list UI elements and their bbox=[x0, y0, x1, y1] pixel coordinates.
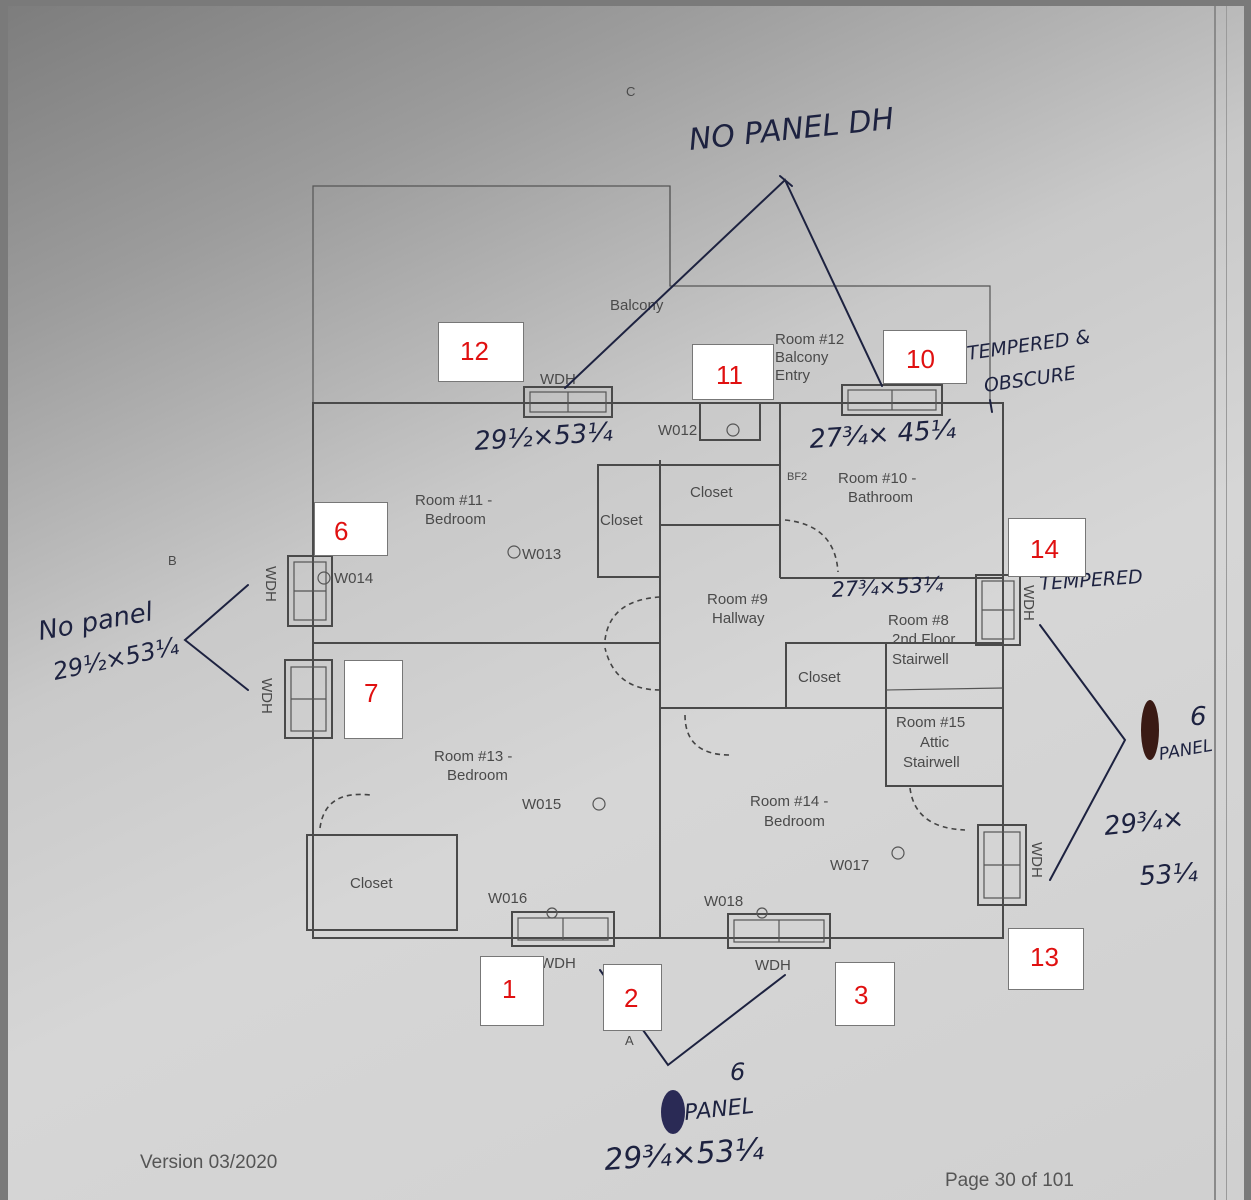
marker-box-14 bbox=[1008, 518, 1086, 577]
marker-box-3 bbox=[835, 962, 895, 1026]
marker-num-7: 7 bbox=[364, 678, 379, 708]
marker-box-12 bbox=[438, 322, 524, 382]
wdh-right-2: WDH bbox=[1028, 842, 1045, 878]
room-8-label-3: Stairwell bbox=[892, 651, 949, 668]
top-left-size-note: 29½×53¼ bbox=[473, 417, 613, 457]
room-9-label-1: Room #9 bbox=[707, 591, 768, 608]
side-b-label: B bbox=[168, 553, 177, 568]
closet-label-3: Closet bbox=[798, 669, 841, 686]
room-15-label-1: Room #15 bbox=[896, 714, 965, 731]
paper-edge bbox=[1214, 6, 1216, 1200]
marker-box-13 bbox=[1008, 928, 1084, 990]
room-12-label-2: Balcony bbox=[775, 349, 829, 366]
right-panel-note: PANEL bbox=[1157, 736, 1214, 765]
marker-box-10 bbox=[883, 330, 967, 384]
ink-blot-right bbox=[1141, 700, 1159, 760]
w013-label: W013 bbox=[522, 546, 561, 563]
paper-edge-2 bbox=[1226, 6, 1227, 1200]
tempered-obscure-note-1: TEMPERED & bbox=[966, 326, 1092, 365]
right-size-2b-note: 53¼ bbox=[1138, 858, 1198, 892]
room-11-label-1: Room #11 - bbox=[415, 492, 492, 509]
w015-label: W015 bbox=[522, 796, 561, 813]
right-size-2a-note: 29¾× bbox=[1103, 804, 1186, 842]
marker-num-10: 10 bbox=[906, 344, 935, 374]
page-footer: Page 30 of 101 bbox=[945, 1170, 1074, 1191]
interior-walls bbox=[306, 403, 1004, 938]
wdh-bottom-1: WDH bbox=[540, 955, 576, 972]
top-right-size-note: 27¾× 45¼ bbox=[808, 415, 956, 455]
room-12-label-1: Room #12 bbox=[775, 331, 844, 348]
bf2-label: BF2 bbox=[787, 471, 807, 483]
tempered-obscure-note-2: OBSCURE bbox=[983, 362, 1078, 397]
marker-box-11 bbox=[692, 344, 774, 400]
marker-box-2 bbox=[603, 964, 662, 1031]
room-9-label-2: Hallway bbox=[712, 610, 765, 627]
closet-label-2: Closet bbox=[600, 512, 643, 529]
marker-num-13: 13 bbox=[1030, 942, 1059, 972]
balcony-outline bbox=[312, 185, 991, 403]
room-14-label-1: Room #14 - bbox=[750, 793, 828, 810]
bottom-size-note: 29¾×53¼ bbox=[603, 1132, 765, 1178]
w017-label: W017 bbox=[830, 857, 869, 874]
w014-label: W014 bbox=[334, 570, 373, 587]
marker-num-12: 12 bbox=[460, 336, 489, 366]
right-size-note: 27¾×53¼ bbox=[831, 572, 944, 602]
marker-num-2: 2 bbox=[624, 983, 639, 1013]
windows bbox=[284, 384, 1027, 949]
no-panel-dh-note: NO PANEL DH bbox=[687, 102, 896, 158]
w018-label: W018 bbox=[704, 893, 743, 910]
door-swings bbox=[319, 519, 966, 831]
wdh-left-2: WDH bbox=[258, 678, 275, 714]
room-15-label-2: Attic bbox=[920, 734, 950, 751]
marker-box-7 bbox=[344, 660, 403, 739]
wdh-right-1: WDH bbox=[1020, 585, 1037, 621]
marker-num-11: 11 bbox=[716, 360, 743, 390]
w012-label: W012 bbox=[658, 422, 697, 439]
ink-blot-bottom bbox=[661, 1090, 685, 1134]
wdh-bottom-2: WDH bbox=[755, 957, 791, 974]
room-12-label-3: Entry bbox=[775, 367, 811, 384]
room-10-label-1: Room #10 - bbox=[838, 470, 916, 487]
version-footer: Version 03/2020 bbox=[140, 1152, 278, 1173]
marker-num-3: 3 bbox=[854, 980, 869, 1010]
right-six-note: 6 bbox=[1190, 702, 1207, 732]
room-13-label-2: Bedroom bbox=[447, 767, 508, 784]
marker-num-14: 14 bbox=[1030, 534, 1059, 564]
bottom-panel-note: PANEL bbox=[683, 1094, 755, 1126]
marker-box-6 bbox=[314, 502, 388, 556]
marker-num-6: 6 bbox=[334, 516, 349, 546]
room-10-label-2: Bathroom bbox=[848, 489, 913, 506]
room-14-label-2: Bedroom bbox=[764, 813, 825, 830]
w016-label: W016 bbox=[488, 890, 527, 907]
room-13-label-1: Room #13 - bbox=[434, 748, 512, 765]
side-c-label: C bbox=[626, 84, 635, 99]
wdh-top-left: WDH bbox=[540, 371, 576, 388]
wdh-left-1: WDH bbox=[262, 566, 279, 602]
marker-box-1 bbox=[480, 956, 544, 1026]
balcony-label: Balcony bbox=[610, 297, 664, 314]
room-8-label-2: 2nd Floor bbox=[892, 631, 955, 648]
bottom-six-note: 6 bbox=[730, 1058, 745, 1086]
marker-num-1: 1 bbox=[502, 974, 517, 1004]
side-a-label: A bbox=[625, 1033, 634, 1048]
closet-label-4: Closet bbox=[350, 875, 393, 892]
room-15-label-3: Stairwell bbox=[903, 754, 960, 771]
exterior-walls bbox=[312, 402, 1004, 939]
room-8-label-1: Room #8 bbox=[888, 612, 949, 629]
room-11-label-2: Bedroom bbox=[425, 511, 486, 528]
closet-label-1: Closet bbox=[690, 484, 733, 501]
sample-markers bbox=[317, 423, 905, 919]
